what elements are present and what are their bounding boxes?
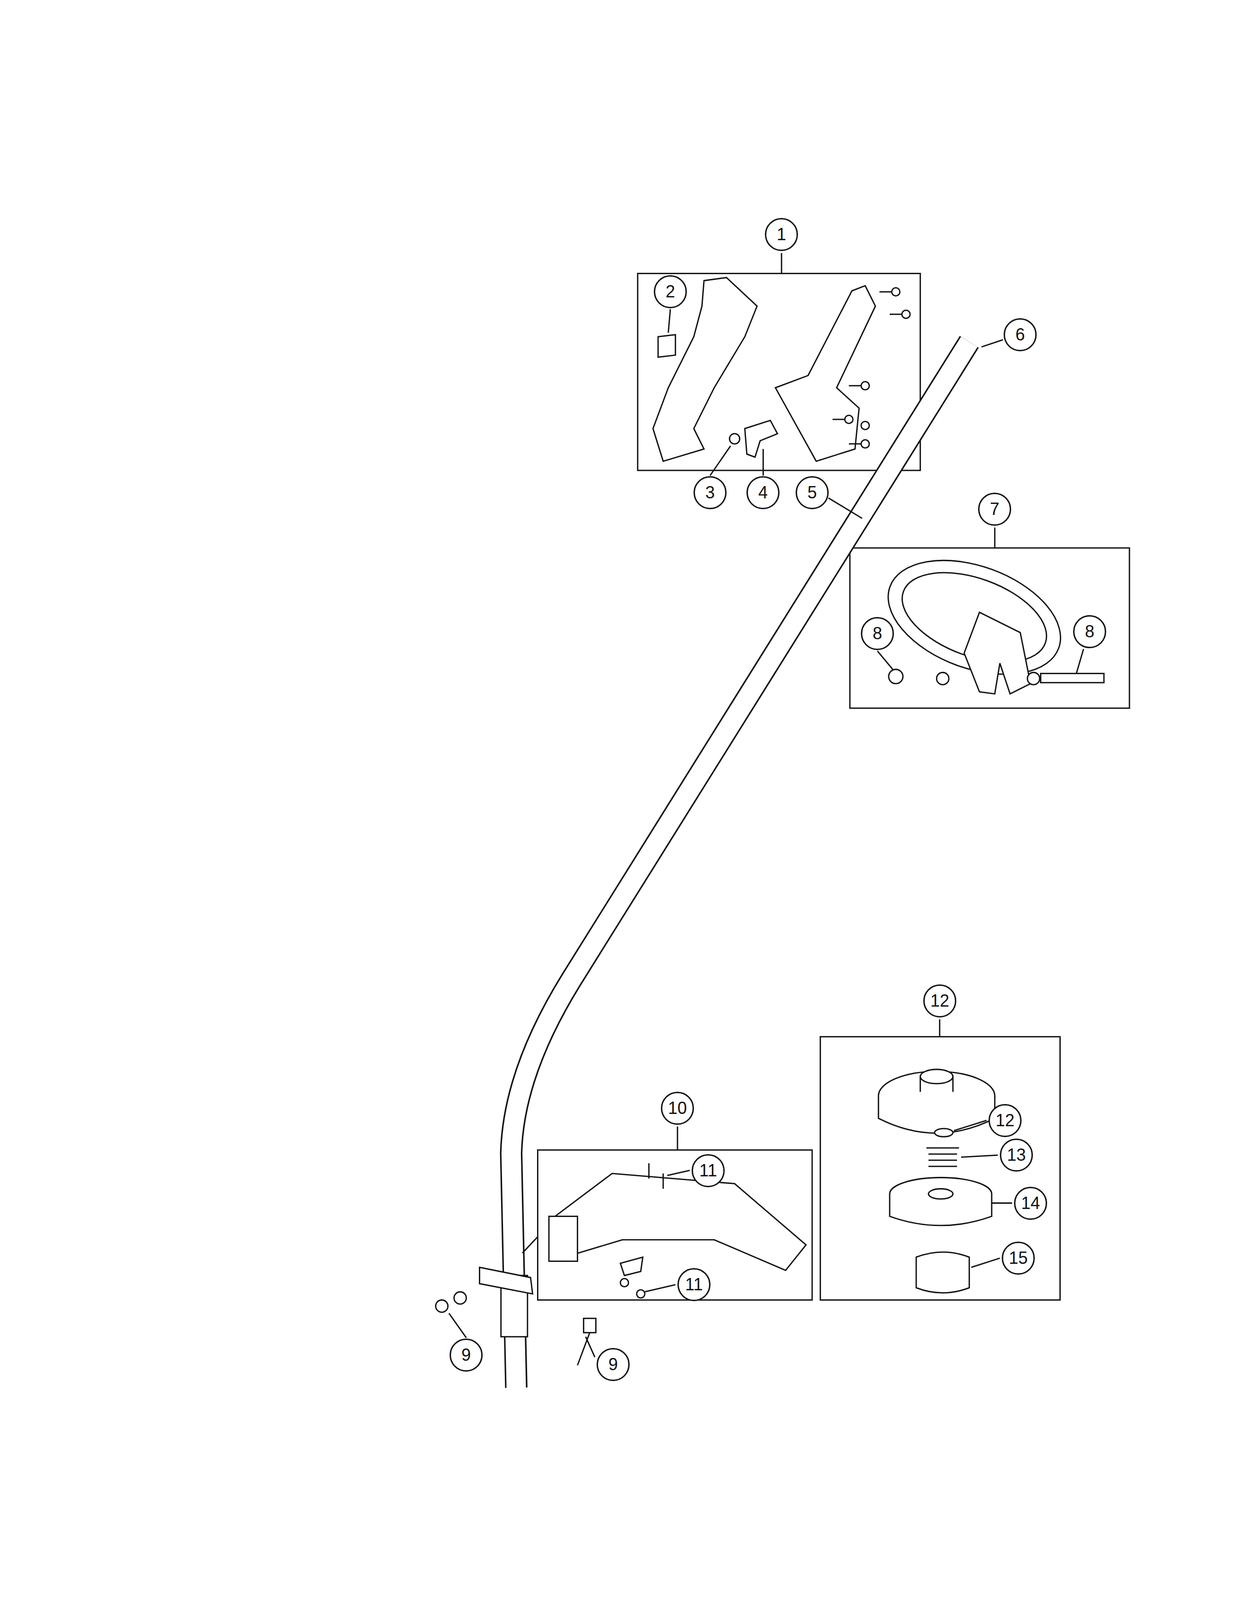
shaft <box>511 341 970 1388</box>
washer <box>453 1291 467 1304</box>
clamp <box>479 1266 533 1294</box>
callout-number: 8 <box>1073 615 1107 649</box>
callout-number: 5 <box>795 476 829 510</box>
shaft-fill <box>511 341 970 1390</box>
wing-nut <box>888 669 903 684</box>
bolt <box>1040 673 1104 683</box>
callout-number: 15 <box>1001 1241 1035 1275</box>
trigger <box>745 420 778 458</box>
callout-number: 11 <box>677 1267 711 1301</box>
bump-knob <box>916 1251 970 1293</box>
group-box <box>537 1149 813 1300</box>
guard <box>550 1173 807 1271</box>
handle-clamp <box>964 612 1031 694</box>
washer <box>936 672 949 685</box>
callout-number: 10 <box>660 1091 694 1125</box>
spool-cover <box>878 1095 995 1134</box>
callout-number: 12 <box>988 1103 1022 1137</box>
switch <box>658 334 676 357</box>
callout-number: 3 <box>693 476 727 510</box>
spring <box>926 1147 960 1167</box>
callout-number: 1 <box>764 217 798 252</box>
nut <box>435 1300 449 1313</box>
callout-number: 9 <box>449 1338 483 1372</box>
callout-number: 4 <box>746 476 780 510</box>
callout-number: 11 <box>691 1153 725 1188</box>
washer <box>1027 672 1040 685</box>
spring <box>729 433 740 444</box>
guard-mount <box>548 1216 578 1262</box>
washer <box>934 1128 954 1137</box>
callout-number: 12 <box>923 984 957 1018</box>
callout-number: 7 <box>978 492 1012 526</box>
leader-lines <box>449 252 1084 1357</box>
handle-ring <box>872 538 1077 696</box>
callout-number: 8 <box>860 616 894 651</box>
spool-hub <box>920 1069 954 1084</box>
line-blade <box>620 1257 643 1276</box>
handle-half <box>775 285 876 461</box>
group-box <box>820 1036 1060 1301</box>
callout-number: 14 <box>1014 1186 1048 1220</box>
callout-number: 9 <box>596 1347 630 1381</box>
screws <box>832 287 911 449</box>
callout-number: 2 <box>653 275 687 309</box>
group-box <box>637 273 921 471</box>
callout-number: 6 <box>1003 318 1037 352</box>
nut <box>583 1317 597 1333</box>
callout-number: 13 <box>999 1138 1033 1172</box>
